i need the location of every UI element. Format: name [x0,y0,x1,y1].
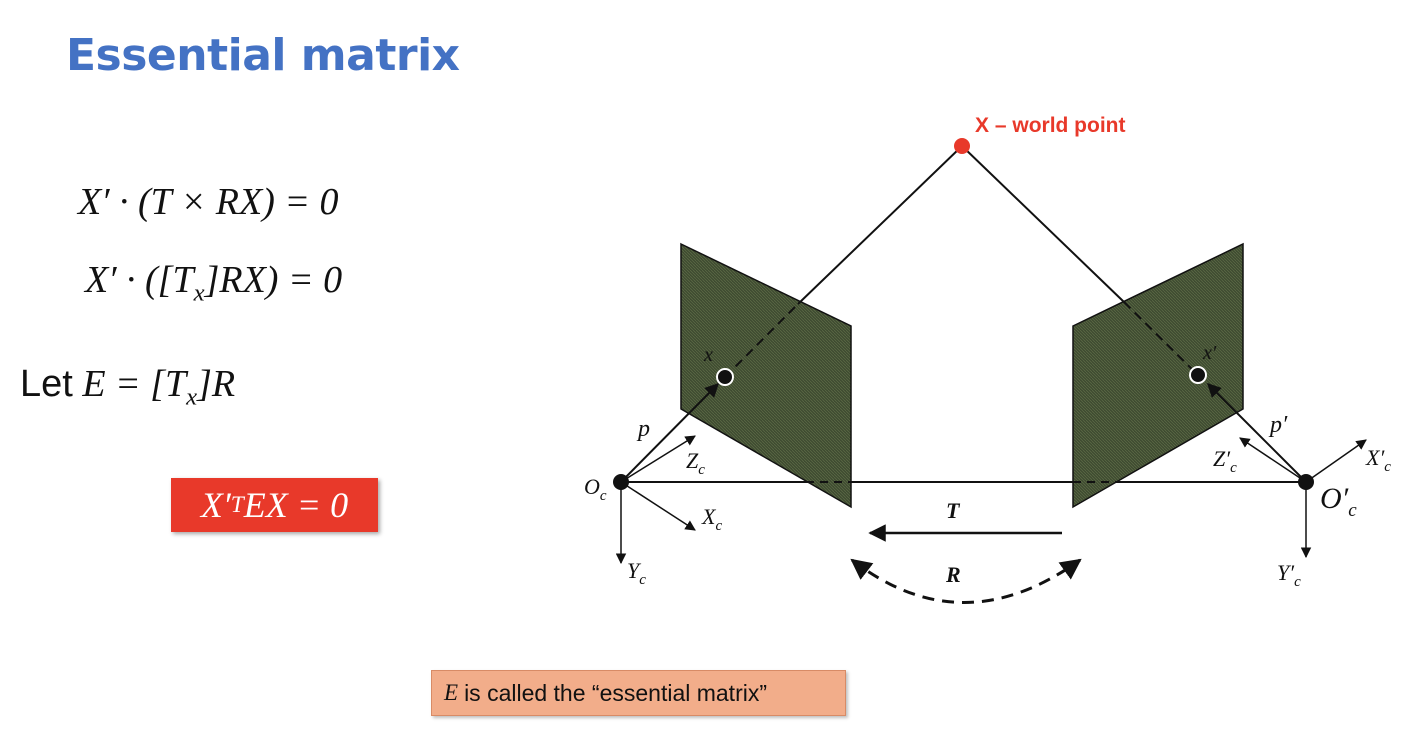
left-ray-dashed [724,303,799,378]
right-axis-x [1305,439,1367,483]
right-ray-solid [961,145,1125,303]
world-point-dot [954,138,970,154]
axis-y-left-label: Yc [627,558,646,588]
axis-x-right-label: X′c [1365,445,1391,475]
image-point-left [716,368,734,386]
camera-right-label: O′c [1320,482,1357,521]
axis-y-right-label: Y′c [1277,560,1301,590]
slide-title: Essential matrix [66,30,460,81]
p-vector-left [620,383,719,483]
equation-let-e: Let E = [Tx]R [20,363,236,411]
camera-left-label: Oc [584,474,607,504]
axis-z-right-label: Z′c [1213,446,1237,476]
axis-x-left-label: Xc [701,504,722,534]
world-point-label: X – world point [975,114,1126,137]
rotation-label: R [945,562,961,587]
camera-center-right [1298,474,1314,490]
left-axis-x [620,481,696,531]
right-ray-dashed [1123,301,1199,376]
left-ray-solid [797,145,963,305]
image-point-right-label: x′ [1202,342,1217,364]
left-axis-z [620,435,696,483]
image-point-left-label: x [703,344,713,366]
image-point-right [1189,366,1207,384]
camera-center-left [613,474,629,490]
translation-label: T [946,498,961,523]
equation-skew-matrix: X′ · ([Tx]RX) = 0 [85,259,343,307]
right-image-plane [1072,242,1244,509]
p-vector-right [1207,383,1307,483]
right-axis-z [1239,437,1307,483]
p-right-label: p′ [1268,412,1288,438]
equation-cross-product: X′ · (T × RX) = 0 [78,181,339,223]
left-image-plane [680,242,852,509]
p-left-label: p [636,416,650,442]
rotation-arrow [850,558,1082,604]
axis-z-left-label: Zc [686,448,705,478]
